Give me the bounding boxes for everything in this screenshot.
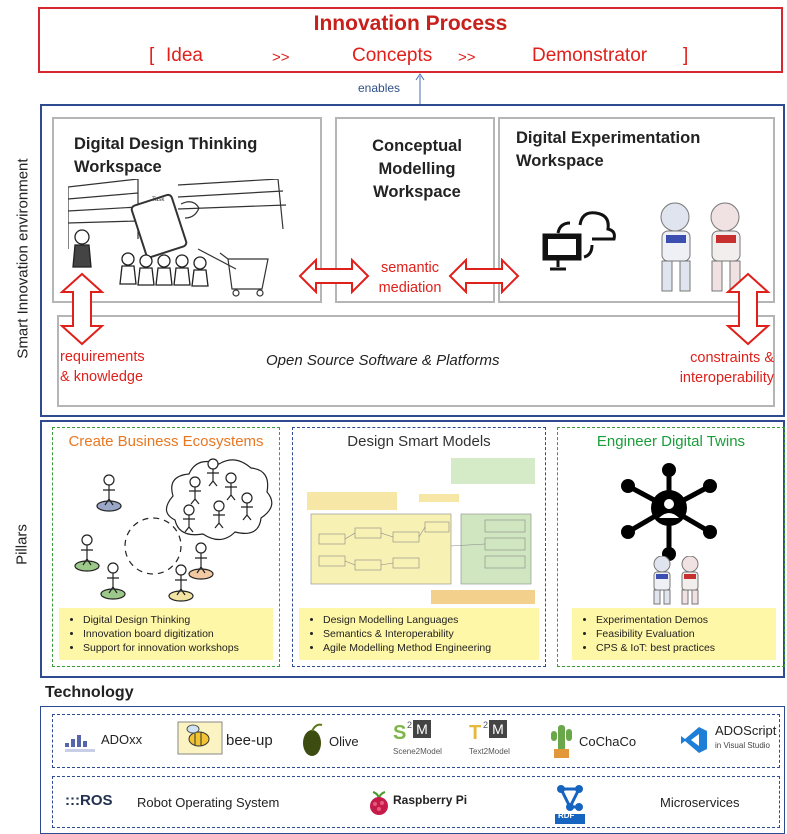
network-hub-icon — [621, 463, 717, 561]
experimentation-workspace: Digital Experimentation Workspace — [498, 117, 775, 303]
enables-arrow — [415, 73, 425, 105]
bullet-item: Digital Design Thinking — [83, 613, 265, 627]
text2model-logo: T 2 M Text2Model — [469, 720, 523, 760]
text2model-two: 2 — [483, 720, 489, 730]
pillar-digital-twins: Engineer Digital Twins Experimentation D… — [557, 427, 785, 667]
microservices-label: Microservices — [660, 795, 740, 810]
open-source-platforms-panel — [57, 315, 775, 407]
ecosystem-illustration — [74, 458, 273, 602]
text2model-m: M — [489, 720, 507, 738]
raspberry-pi-icon — [370, 791, 388, 815]
pillar-title: Design Smart Models — [347, 433, 491, 450]
bee-up-label: bee-up — [226, 732, 273, 749]
scene2model-m: M — [413, 720, 431, 738]
visual-studio-icon — [681, 727, 707, 753]
bullet-item: Support for innovation workshops — [83, 641, 265, 655]
requirements-knowledge-label: requirements & knowledge — [60, 349, 145, 385]
scene2model-logo: S 2 M Scene2Model — [393, 720, 447, 760]
scene2model-letter: S — [393, 722, 407, 744]
bullet-item: Experimentation Demos — [596, 613, 768, 627]
adoxx-logo-icon — [65, 735, 95, 752]
environment-side-label: Smart Innovation environment — [14, 158, 32, 359]
bullet-item: Semantics & Interoperability — [323, 627, 531, 641]
step-demonstrator: Demonstrator — [532, 45, 648, 66]
nao-robots-image — [660, 202, 741, 292]
double-arrow-constraints — [725, 272, 771, 346]
pillar-bullets: Experimentation Demos Feasibility Evalua… — [572, 608, 776, 660]
olive-logo-icon — [303, 723, 323, 756]
cochaco-cactus-icon — [551, 725, 572, 758]
semantic-mediation-label: semantic mediation — [378, 260, 442, 296]
cloud-computer-icon — [542, 211, 616, 271]
step-separator: >> — [458, 49, 476, 66]
metamodel-diagram-illustration — [307, 458, 535, 604]
pillar-title: Engineer Digital Twins — [596, 433, 746, 450]
scene2model-label: Scene2Model — [393, 747, 442, 756]
olive-label: Olive — [329, 734, 359, 749]
innovation-process-box — [38, 7, 783, 73]
rdf-label: RDF — [558, 811, 575, 820]
double-arrow-right-mediation — [448, 258, 520, 294]
adoxx-label: ADOxx — [101, 732, 143, 747]
adoscript-sublabel: in Visual Studio — [715, 741, 770, 750]
conceptual-modelling-title: Conceptual Modelling Workspace — [372, 137, 462, 201]
nao-robots-small-image — [653, 556, 699, 605]
design-thinking-workspace: Digital Design Thinking Workspace Task — [52, 117, 322, 303]
open-bracket: [ — [149, 45, 155, 66]
step-concepts: Concepts — [352, 45, 433, 66]
sketch-task-label: Task — [152, 197, 165, 203]
double-arrow-left-mediation — [298, 258, 370, 294]
technology-row-modelling: ADOxx bee-up Olive S 2 M Scene2Model T 2… — [52, 714, 780, 768]
pillar-title: Create Business Ecosystems — [68, 433, 264, 450]
step-idea: Idea — [166, 45, 203, 66]
pillar-bullets: Digital Design Thinking Innovation board… — [59, 608, 273, 660]
bullet-item: Innovation board digitization — [83, 627, 265, 641]
close-bracket: ] — [683, 45, 689, 66]
bullet-item: Feasibility Evaluation — [596, 627, 768, 641]
bullet-item: Agile Modelling Method Engineering — [323, 641, 531, 655]
ros-logo: :::ROS — [65, 792, 113, 809]
text2model-label: Text2Model — [469, 747, 510, 756]
pillar-smart-models: Design Smart Models Design Modelling Lan… — [292, 427, 546, 667]
pillar-business-ecosystems: Create Business Ecosystems — [52, 427, 280, 667]
constraints-interoperability-label: constraints & interoperability — [679, 350, 774, 386]
pillars-side-label: Pillars — [13, 524, 31, 565]
pillar-bullets: Design Modelling Languages Semantics & I… — [299, 608, 539, 660]
technology-row-platforms: :::ROS Robot Operating System Raspberry … — [52, 776, 780, 828]
cochaco-label: CoChaCo — [579, 734, 637, 749]
design-thinking-title: Digital Design Thinking Workspace — [74, 135, 258, 176]
text2model-letter: T — [469, 722, 482, 744]
ros-label: Robot Operating System — [137, 795, 280, 810]
innovation-process-title: Innovation Process — [313, 12, 508, 35]
design-thinking-sketch: Task — [68, 179, 287, 297]
adoscript-label: ADOScript — [715, 723, 777, 738]
double-arrow-requirements — [59, 272, 105, 346]
enables-label: enables — [358, 81, 401, 95]
rdf-logo-icon — [555, 785, 585, 824]
bee-up-logo-icon — [177, 721, 223, 755]
step-separator: >> — [272, 49, 290, 66]
experimentation-title: Digital Experimentation Workspace — [516, 129, 701, 170]
smart-innovation-environment-frame — [40, 104, 785, 417]
scene2model-two: 2 — [407, 720, 413, 730]
open-source-platforms-label: Open Source Software & Platforms — [266, 352, 500, 369]
bullet-item: Design Modelling Languages — [323, 613, 531, 627]
raspberry-pi-label: Raspberry Pi — [393, 793, 468, 807]
bullet-item: CPS & IoT: best practices — [596, 641, 768, 655]
technology-title: Technology — [45, 684, 134, 701]
